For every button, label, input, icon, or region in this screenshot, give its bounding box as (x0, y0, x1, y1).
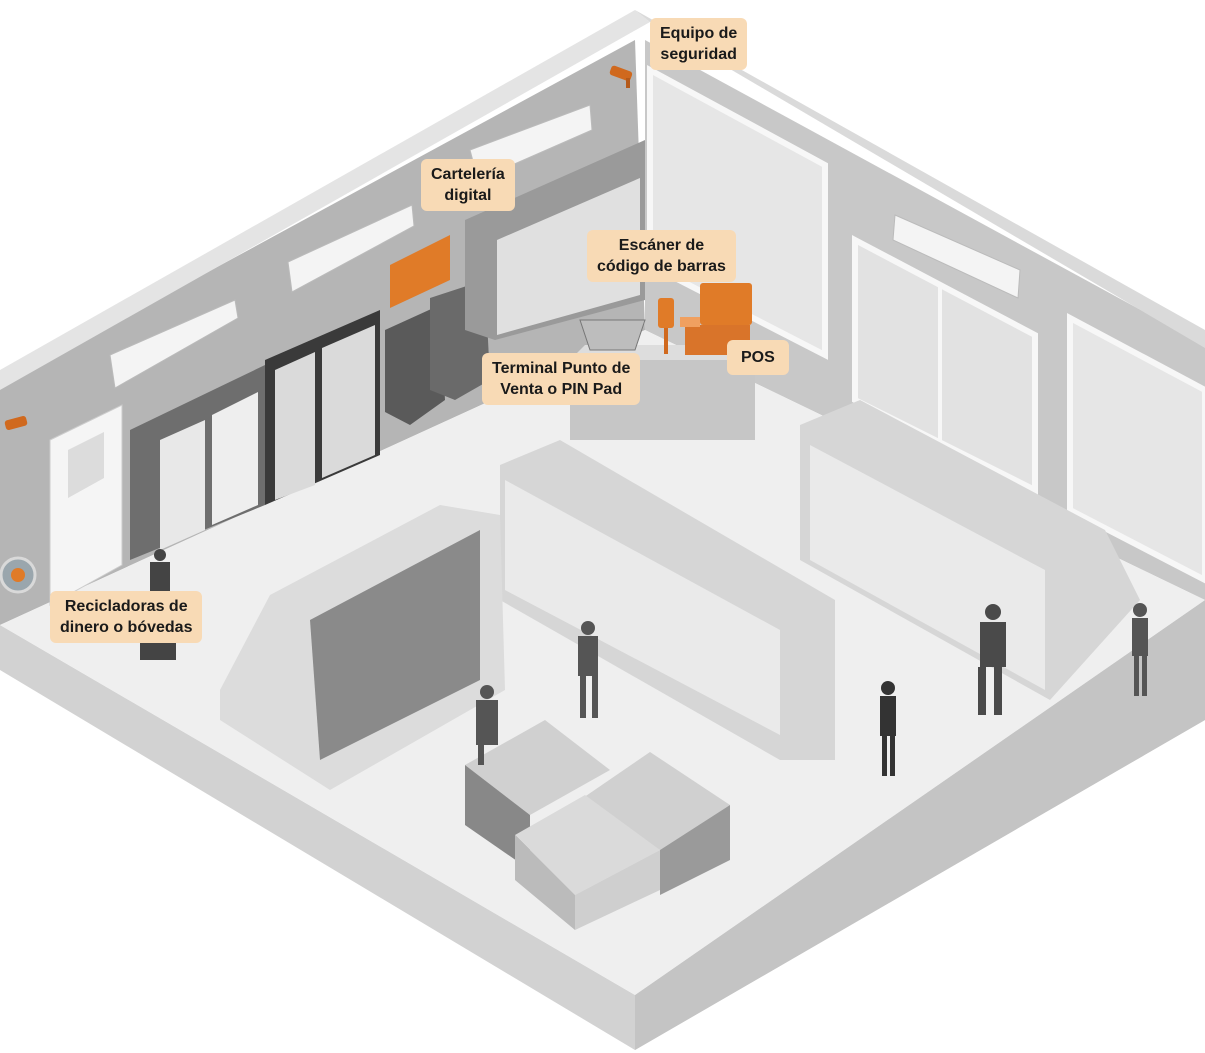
air-conditioner (892, 214, 1021, 299)
label-line: Cartelería (431, 166, 505, 183)
shopper-figure (1132, 603, 1148, 696)
shopper-figure (978, 604, 1006, 715)
pin-pad (658, 298, 674, 328)
freezer-chest (580, 752, 730, 850)
security-camera-icon (4, 415, 28, 431)
freezer-chest (515, 795, 660, 895)
label-line: digital (444, 187, 492, 204)
glass-door (852, 235, 1038, 495)
window (1067, 313, 1205, 584)
label-line: Equipo de (660, 25, 738, 42)
pos-terminal (700, 283, 752, 325)
air-conditioner (109, 299, 239, 389)
label-line: Escáner de (618, 237, 705, 254)
label-digital-signage: Cartelería digital (421, 159, 515, 211)
label-barcode-scanner: Escáner de código de barras (587, 230, 736, 282)
wall-top-left (0, 10, 650, 390)
window (647, 64, 828, 360)
label-line: Terminal Punto de (492, 360, 631, 377)
air-conditioner (287, 204, 415, 293)
shopper-figure (578, 621, 598, 718)
freezer-chest (465, 720, 610, 815)
shopper-figure (476, 685, 498, 765)
shopping-basket (579, 319, 646, 351)
label-line: código de barras (597, 258, 726, 275)
label-cash-recyclers: Recicladoras de dinero o bóvedas (50, 591, 203, 643)
label-line: Recicladoras de (64, 598, 188, 615)
label-pin-pad: Terminal Punto de Venta o PIN Pad (482, 353, 641, 405)
label-security-equipment: Equipo de seguridad (650, 18, 748, 70)
label-pos: POS (727, 340, 789, 375)
digital-signage (390, 235, 450, 308)
shopper-figure (880, 681, 896, 776)
security-camera-icon (609, 65, 633, 88)
label-line: Venta o PIN Pad (500, 381, 623, 398)
wall-top-right (635, 10, 1205, 348)
label-line: dinero o bóvedas (60, 619, 193, 636)
label-line: seguridad (660, 46, 737, 63)
floor-slab-side (635, 600, 1205, 1050)
